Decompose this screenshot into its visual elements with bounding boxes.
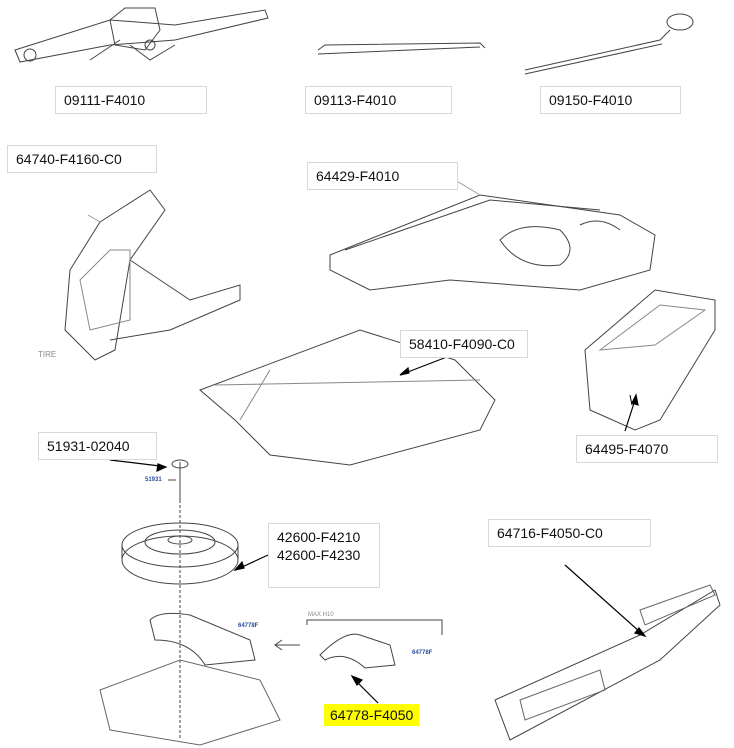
callout-bolt: 51931 — [145, 477, 162, 483]
callout-spacer-2: 64778F — [412, 650, 433, 656]
part-label-side-box: 64495-F4070 — [576, 435, 718, 463]
part-label-bolt: 51931-02040 — [38, 432, 157, 460]
arrow-icon — [274, 639, 300, 651]
scissor-jack-drawing — [14, 7, 269, 63]
tire-note: TIRE — [38, 350, 57, 359]
part-label-floor-mat: 58410-F4090-C0 — [400, 330, 528, 358]
callout-spacer-1: 64778F — [238, 623, 259, 629]
part-label-jack: 09111-F4010 — [55, 86, 207, 114]
tool-tray-drawing — [329, 179, 656, 291]
side-box-drawing — [584, 289, 716, 431]
spacer-inset-drawing — [306, 619, 443, 669]
part-label-tool-tray: 64429-F4010 — [307, 162, 458, 190]
wrench-drawing — [524, 13, 694, 75]
jack-handle-drawing — [317, 42, 486, 55]
part-label-jack-handle: 09113-F4010 — [305, 86, 452, 114]
part-label-sill-plate: 64716-F4050-C0 — [488, 519, 651, 547]
sill-plate-drawing — [494, 584, 721, 741]
trim-panel-drawing — [64, 189, 241, 361]
part-label-trim-panel: 64740-F4160-C0 — [7, 145, 157, 173]
part-label-spacer-highlighted: 64778-F4050 — [324, 704, 420, 726]
spare-tire-part-2: 42600-F4230 — [277, 547, 361, 563]
floor-mat-drawing — [199, 329, 496, 466]
part-label-spare-tire: 42600-F4210 42600-F4230 — [268, 523, 380, 588]
spare-tire-drawing — [99, 459, 281, 746]
spare-tire-part-1: 42600-F4210 — [277, 529, 361, 545]
part-label-wrench: 09150-F4010 — [540, 86, 681, 114]
max-note: MAX H10 — [308, 612, 334, 618]
